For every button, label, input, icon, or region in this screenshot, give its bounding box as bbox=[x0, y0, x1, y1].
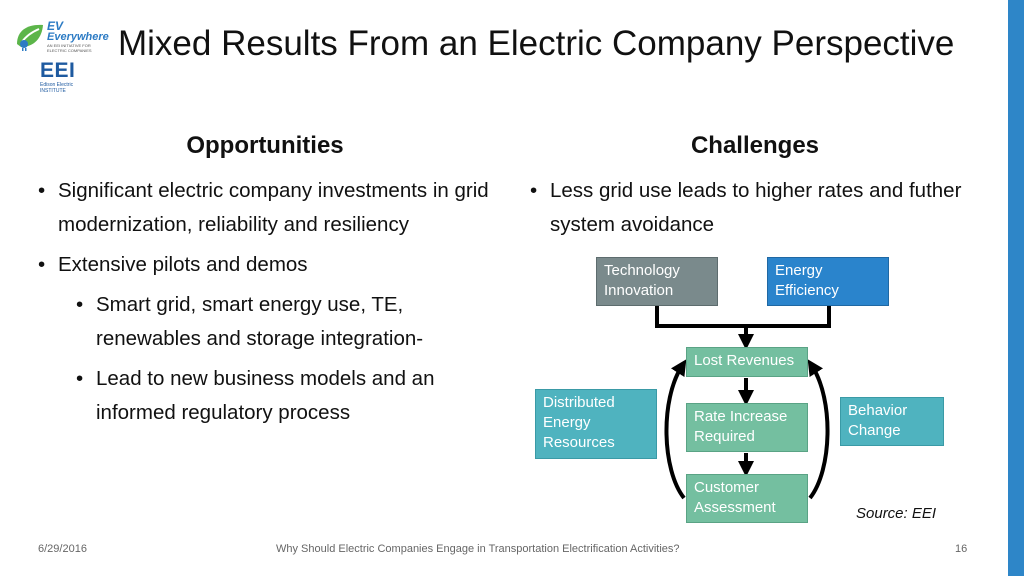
ev-logo-tagline: AN EEI INITIATIVE FOR ELECTRIC COMPANIES bbox=[47, 43, 92, 53]
footer-title: Why Should Electric Companies Engage in … bbox=[276, 543, 680, 555]
footer-page-number: 16 bbox=[955, 543, 968, 555]
merge-connector bbox=[655, 306, 831, 328]
ev-leaf-plug-icon bbox=[17, 24, 43, 51]
energy-efficiency-box: Energy Efficiency bbox=[767, 257, 889, 306]
challenges-heading: Challenges bbox=[690, 132, 820, 159]
technology-innovation-box: Technology Innovation bbox=[596, 257, 718, 306]
lost-revenues-box: Lost Revenues bbox=[686, 347, 808, 377]
eei-logo-line1: Edison Electric bbox=[40, 82, 74, 88]
footer-date: 6/29/2016 bbox=[38, 543, 87, 555]
opportunity-bullet-1: Significant electric company investments… bbox=[38, 174, 498, 242]
opportunity-sub-bullet-2: Lead to new business models and an infor… bbox=[76, 362, 498, 430]
right-accent-bar bbox=[1008, 0, 1024, 576]
distributed-energy-resources-box: Distributed Energy Resources bbox=[535, 389, 657, 459]
behavior-change-box: Behavior Change bbox=[840, 397, 944, 446]
eei-logo-mark: EEI bbox=[40, 59, 76, 82]
slide-title: Mixed Results From an Electric Company P… bbox=[118, 24, 955, 63]
ev-everywhere-logo: EV Everywhere AN EEI INITIATIVE FOR ELEC… bbox=[14, 19, 110, 53]
eei-logo: EEI Edison Electric INSTITUTE bbox=[40, 60, 90, 98]
eei-logo-line2: INSTITUTE bbox=[40, 88, 66, 94]
ev-logo-line2: Everywhere bbox=[47, 31, 109, 43]
opportunity-sub-bullet-1: Smart grid, smart energy use, TE, renewa… bbox=[76, 288, 498, 356]
opportunity-bullet-2: Extensive pilots and demos Smart grid, s… bbox=[38, 248, 498, 430]
opportunities-heading: Opportunities bbox=[186, 132, 344, 159]
left-loop-arrow bbox=[664, 359, 687, 500]
ev-logo-line1: EV bbox=[47, 19, 64, 33]
right-loop-arrow bbox=[807, 359, 830, 500]
challenge-bullet-1: Less grid use leads to higher rates and … bbox=[530, 174, 970, 242]
customer-assessment-box: Customer Assessment bbox=[686, 474, 808, 523]
source-note: Source: EEI bbox=[856, 505, 937, 522]
challenges-list: Less grid use leads to higher rates and … bbox=[530, 174, 970, 242]
rate-increase-box: Rate Increase Required bbox=[686, 403, 808, 452]
opportunities-list: Significant electric company investments… bbox=[38, 174, 498, 430]
opportunity-bullet-2-text: Extensive pilots and demos bbox=[58, 253, 308, 276]
opportunity-sublist: Smart grid, smart energy use, TE, renewa… bbox=[76, 288, 498, 430]
